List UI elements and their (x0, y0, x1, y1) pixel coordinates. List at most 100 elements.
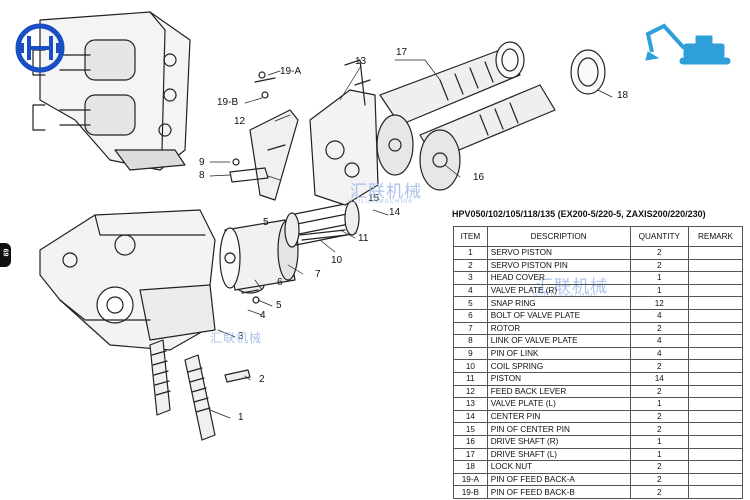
watermark-brand-cn: 汇联机械 (350, 182, 422, 202)
quantity-cell: 4 (629, 346, 690, 361)
description-cell: FEED BACK LEVER (486, 384, 631, 399)
page-number-tab: 69 (0, 243, 11, 267)
excavator-icon (645, 23, 731, 65)
head-cover-drawing (39, 209, 216, 351)
remark-cell (688, 397, 743, 411)
drive-shaft-drawing (376, 49, 556, 191)
description-cell: SNAP RING (486, 296, 631, 310)
item-cell: 19-A (453, 472, 488, 487)
item-cell: 15 (453, 422, 488, 436)
callout-label: 13 (355, 56, 367, 67)
callout-label: 19-A (280, 66, 302, 77)
servo-piston-pin-drawing (224, 369, 251, 383)
parts-table-header: ITEM DESCRIPTION QUANTITY REMARK (453, 226, 743, 247)
page-number: 69 (1, 248, 9, 257)
remark-cell (688, 321, 743, 336)
watermark-brand-en: HUILIANMACHINE (348, 199, 414, 205)
remark-cell (688, 371, 743, 386)
description-cell: SERVO PISTON PIN (486, 258, 631, 273)
item-cell: 14 (453, 409, 488, 424)
description-cell: PIN OF FEED BACK-A (486, 472, 631, 487)
header-description: DESCRIPTION (486, 226, 631, 247)
remark-cell (688, 258, 743, 273)
quantity-cell: 2 (629, 409, 690, 424)
watermark-brand-cn: 汇联机械 (210, 331, 263, 345)
description-cell: ROTOR (486, 321, 631, 336)
item-cell: 1 (453, 246, 488, 260)
remark-cell (688, 422, 743, 436)
quantity-cell: 1 (629, 271, 690, 285)
quantity-cell: 2 (629, 485, 690, 499)
quantity-cell: 1 (629, 447, 690, 462)
quantity-cell: 2 (629, 321, 690, 336)
quantity-cell: 1 (629, 434, 690, 449)
callout-label: 8 (199, 170, 205, 181)
remark-cell (688, 472, 743, 487)
quantity-cell: 2 (629, 359, 690, 373)
callout-label: 12 (234, 116, 246, 127)
header-item: ITEM (453, 226, 488, 247)
callout-label: 16 (473, 172, 485, 183)
item-cell: 11 (453, 371, 488, 386)
remark-cell (688, 346, 743, 361)
item-cell: 8 (453, 334, 488, 348)
feed-back-lever-drawing (229, 71, 299, 201)
description-cell: COIL SPRING (486, 359, 631, 373)
remark-cell (688, 434, 743, 449)
valve-plate-l-drawing (309, 59, 379, 206)
item-cell: 17 (453, 447, 488, 462)
remark-cell (688, 296, 743, 310)
remark-cell (688, 485, 743, 499)
description-cell: PIN OF LINK (486, 346, 631, 361)
callout-label: 14 (389, 207, 401, 218)
quantity-cell: 2 (629, 258, 690, 273)
item-cell: 9 (453, 346, 488, 361)
item-cell: 2 (453, 258, 488, 273)
quantity-cell: 2 (629, 422, 690, 436)
description-cell: PIN OF CENTER PIN (486, 422, 631, 436)
remark-cell (688, 283, 743, 298)
servo-piston-drawing (149, 339, 216, 441)
quantity-cell: 2 (629, 460, 690, 474)
quantity-cell: 12 (629, 296, 690, 310)
item-cell: 12 (453, 384, 488, 399)
quantity-cell: 14 (629, 371, 690, 386)
item-cell: 19-B (453, 485, 488, 499)
callout-label: 5 (263, 217, 269, 228)
quantity-cell: 1 (629, 397, 690, 411)
description-cell: PISTON (486, 371, 631, 386)
callout-label: 9 (199, 157, 205, 168)
description-cell: SERVO PISTON (486, 246, 631, 260)
description-cell: LINK OF VALVE PLATE (486, 334, 631, 348)
description-cell: BOLT OF VALVE PLATE (486, 308, 631, 323)
description-cell: DRIVE SHAFT (L) (486, 447, 631, 462)
header-quantity: QUANTITY (629, 226, 690, 247)
item-cell: 18 (453, 460, 488, 474)
lock-nut-drawing-a (495, 41, 525, 79)
item-cell: 13 (453, 397, 488, 411)
piston-set-drawing (284, 200, 360, 248)
description-cell: VALVE PLATE (R) (486, 283, 631, 298)
item-cell: 3 (453, 271, 488, 285)
description-cell: CENTER PIN (486, 409, 631, 424)
remark-cell (688, 460, 743, 474)
description-cell: HEAD COVER (486, 271, 631, 285)
callout-label: 10 (331, 255, 343, 266)
quantity-cell: 2 (629, 472, 690, 487)
